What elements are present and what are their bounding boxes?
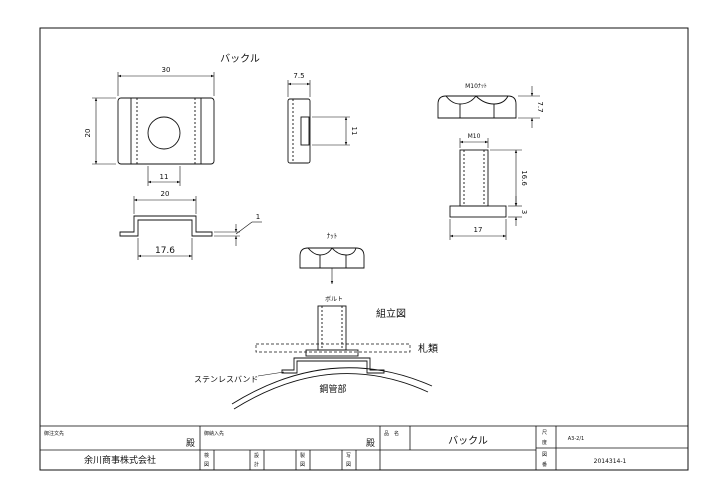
profile-top-dim: 20 — [161, 190, 170, 198]
assembly-view — [231, 247, 433, 410]
company-name: 余川商事株式会社 — [84, 454, 156, 466]
draw-label-1: 製 — [300, 452, 305, 459]
nut-detail-view — [437, 86, 540, 128]
buckle-front-view — [92, 72, 215, 186]
buckle-profile-view — [119, 196, 262, 260]
inspect-label-2: 図 — [204, 462, 209, 468]
product-name-label: 品 名 — [384, 430, 399, 437]
bolt-width-dim: 17 — [474, 226, 483, 234]
design-label-1: 設 — [254, 452, 259, 459]
delivery-suffix: 殿 — [366, 438, 375, 449]
buckle-side-view — [287, 80, 350, 164]
trace-label-2: 図 — [346, 462, 351, 468]
drawing-no-label-2: 番 — [542, 461, 547, 468]
profile-base-dim: 17.6 — [155, 246, 175, 256]
delivery-label: 御納入先 — [204, 430, 224, 437]
orderer-label: 御注文先 — [44, 430, 64, 437]
orderer-suffix: 殿 — [186, 438, 195, 449]
buckle-width-dim: 30 — [162, 66, 171, 74]
profile-thickness-dim: 1 — [256, 213, 260, 221]
nut-label: M10ﾅｯﾄ — [465, 83, 487, 90]
nut-height-dim: 7.7 — [536, 101, 544, 112]
side-height-dim: 11 — [350, 127, 358, 136]
bolt-thread-label: M10 — [468, 133, 481, 140]
scale-value: A3-2/1 — [568, 436, 584, 442]
trace-label-1: 写 — [346, 453, 351, 459]
buckle-slot-dim: 11 — [160, 173, 169, 181]
scale-label-2: 度 — [542, 439, 547, 446]
drawing-no-label-1: 図 — [542, 452, 547, 458]
bolt-height-dim: 16.6 — [520, 170, 528, 186]
assembly-nut-label: ﾅｯﾄ — [327, 232, 338, 240]
assembly-bolt-label: ボルト — [325, 295, 343, 303]
drawing-border — [39, 27, 689, 471]
drawing-title: バックル — [220, 53, 260, 65]
bolt-detail-view — [449, 138, 522, 240]
product-name: バックル — [448, 435, 488, 447]
assembly-plate-label: 札類 — [418, 342, 438, 355]
side-thickness-dim: 7.5 — [293, 72, 304, 80]
assembly-band-label: ステンレスバンド — [194, 375, 258, 384]
draw-label-2: 図 — [300, 462, 305, 468]
bolt-flange-dim: 3 — [520, 210, 528, 214]
drawing-number: 2014314-1 — [594, 458, 627, 465]
assembly-pipe-label: 鋼管部 — [319, 383, 346, 395]
scale-label-1: 尺 — [542, 430, 547, 436]
buckle-height-dim: 20 — [84, 129, 92, 138]
inspect-label-1: 検 — [204, 452, 209, 459]
design-label-2: 計 — [254, 461, 259, 468]
assembly-title: 組立図 — [376, 307, 406, 320]
title-block — [39, 425, 689, 471]
